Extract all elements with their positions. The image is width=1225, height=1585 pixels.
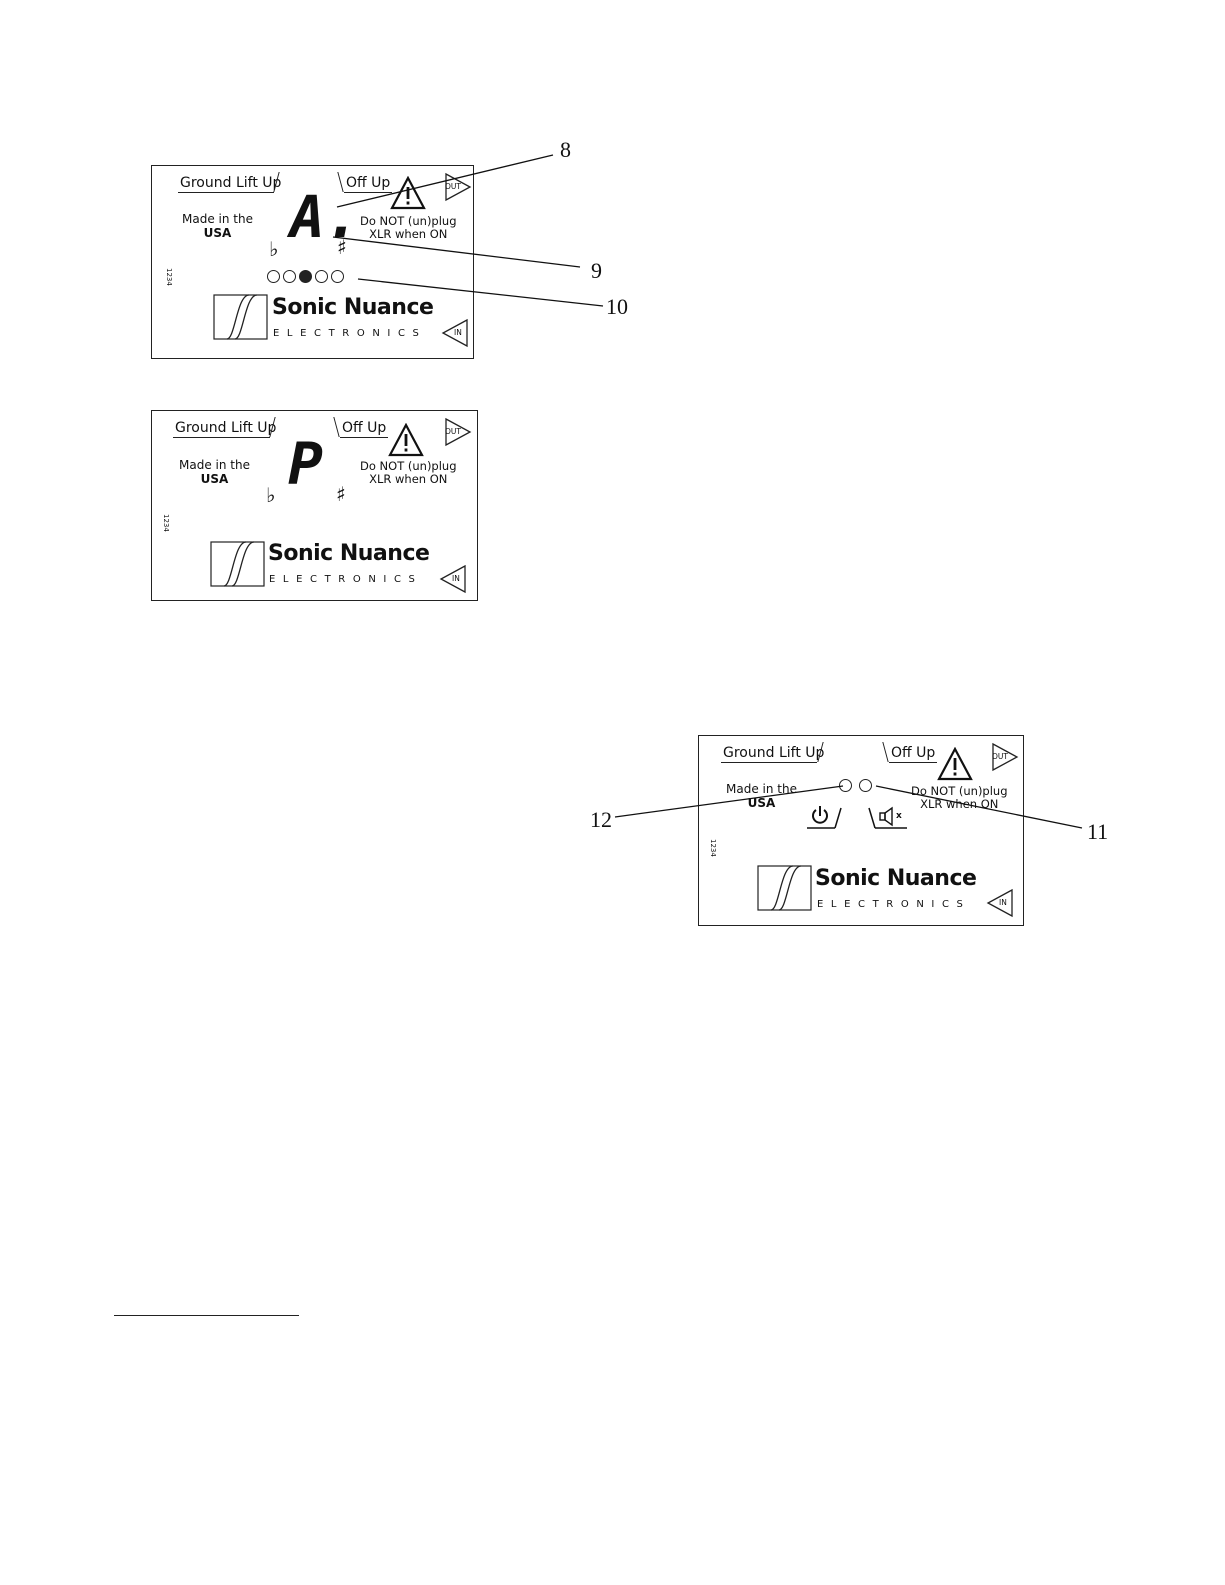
logo-icon: [210, 541, 265, 587]
callout-line-8: [336, 154, 554, 208]
xlr-warning-line1: Do NOT (un)plug: [911, 784, 1008, 798]
in-arrow-icon: [986, 888, 1013, 918]
brand-name: Sonic Nuance: [815, 866, 977, 891]
off-up-underline: [889, 762, 937, 763]
in-arrow-icon: [439, 564, 466, 594]
xlr-warning: Do NOT (un)plug XLR when ON: [911, 785, 1008, 811]
mute-led: [859, 779, 872, 792]
power-display: P: [288, 430, 323, 498]
panel-tuner-note: Ground Lift Up Off Up OUT Made in the US…: [151, 165, 474, 359]
logo-icon: [213, 294, 268, 340]
usa-text: USA: [200, 472, 229, 486]
made-in-text: Made in the: [726, 782, 797, 796]
note-display: A.: [290, 183, 360, 251]
brand-subtitle: ELECTRONICS: [817, 899, 971, 910]
off-up-underline: [344, 192, 392, 193]
made-in-text: Made in the: [182, 212, 253, 226]
xlr-warning-line1: Do NOT (un)plug: [360, 459, 457, 473]
in-label: IN: [452, 574, 460, 583]
sharp-indicator: ♯: [337, 235, 347, 259]
out-arrow-icon: [445, 417, 472, 447]
out-arrow-icon: [992, 742, 1019, 772]
off-up-label: Off Up: [891, 745, 936, 761]
warning-icon: [937, 747, 973, 781]
in-label: IN: [999, 898, 1007, 907]
flat-indicator: ♭: [266, 483, 276, 507]
callout-line-10: [357, 278, 604, 307]
mute-icon: x: [868, 806, 907, 829]
xlr-warning-line2: XLR when ON: [369, 227, 448, 241]
callout-8: 8: [560, 137, 571, 162]
tuning-led: [283, 270, 296, 283]
callout-line-11: [875, 785, 1083, 829]
ground-lift-underline: [178, 192, 274, 193]
usa-text: USA: [747, 796, 776, 810]
brand-name: Sonic Nuance: [268, 541, 430, 566]
callout-line-12: [614, 785, 844, 818]
callout-9: 9: [591, 258, 602, 283]
ground-lift-label: Ground Lift Up: [723, 745, 825, 761]
xlr-warning: Do NOT (un)plug XLR when ON: [360, 460, 457, 486]
callout-10: 10: [606, 294, 628, 319]
callout-line-9: [332, 236, 581, 268]
out-label: OUT: [445, 427, 461, 436]
brand-name: Sonic Nuance: [272, 295, 434, 320]
tuning-led: [315, 270, 328, 283]
made-in-usa: Made in the USA: [179, 458, 250, 486]
usa-text: USA: [203, 226, 232, 240]
power-led: [839, 779, 852, 792]
panel-power-display: Ground Lift Up Off Up OUT Made in the US…: [151, 410, 478, 601]
xlr-warning: Do NOT (un)plug XLR when ON: [360, 215, 457, 241]
flat-indicator: ♭: [269, 237, 279, 261]
in-label: IN: [454, 328, 462, 337]
sharp-indicator: ♯: [336, 482, 346, 506]
tuning-led-row: [267, 270, 344, 283]
callout-12: 12: [590, 807, 612, 832]
brand-subtitle: ELECTRONICS: [273, 328, 427, 339]
off-up-label: Off Up: [346, 175, 391, 191]
ground-lift-underline: [721, 762, 817, 763]
logo-icon: [757, 865, 812, 911]
callout-11: 11: [1087, 819, 1109, 844]
made-in-usa: Made in the USA: [182, 212, 253, 240]
xlr-warning-line2: XLR when ON: [369, 472, 448, 486]
tuning-led: [267, 270, 280, 283]
warning-icon: [388, 423, 424, 457]
off-up-label: Off Up: [342, 420, 387, 436]
ground-lift-underline: [173, 437, 270, 438]
warning-icon: [390, 176, 426, 210]
status-led-row: [839, 779, 872, 792]
ground-lift-label: Ground Lift Up: [175, 420, 277, 436]
in-arrow-icon: [441, 318, 468, 348]
out-arrow-icon: [445, 172, 472, 202]
made-in-text: Made in the: [179, 458, 250, 472]
xlr-warning-line1: Do NOT (un)plug: [360, 214, 457, 228]
power-icon: [807, 806, 842, 829]
svg-text:x: x: [896, 811, 902, 821]
made-in-usa: Made in the USA: [726, 782, 797, 810]
brand-subtitle: ELECTRONICS: [269, 574, 423, 585]
footnote-rule: [114, 1315, 299, 1316]
tuning-led-center: [299, 270, 312, 283]
tuning-led: [331, 270, 344, 283]
out-label: OUT: [445, 182, 461, 191]
panel-power-mute: Ground Lift Up Off Up OUT Made in the US…: [698, 735, 1024, 926]
off-up-underline: [340, 437, 388, 438]
out-label: OUT: [992, 752, 1008, 761]
ground-lift-label: Ground Lift Up: [180, 175, 282, 191]
